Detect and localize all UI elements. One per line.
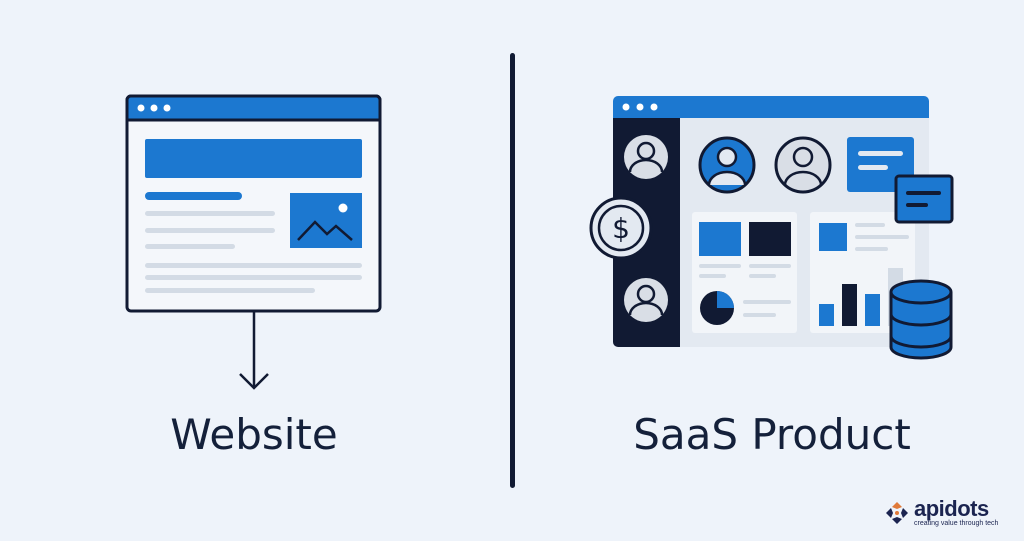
saas-product-label: SaaS Product (633, 410, 911, 459)
website-window-icon (125, 94, 382, 313)
logo-tagline: creating value through tech (914, 520, 999, 527)
dollar-coin-icon: $ (589, 196, 653, 260)
user-avatar-icon (624, 135, 668, 179)
currency-symbol: $ (612, 212, 630, 245)
saas-dashboard-icon (613, 96, 929, 347)
user-avatar-icon (774, 136, 832, 194)
pie-chart-icon (700, 291, 734, 325)
divider (510, 53, 515, 488)
logo-name: apidots (914, 496, 989, 521)
arrow-down-icon (239, 311, 269, 390)
database-icon (889, 279, 953, 360)
user-avatar-icon (624, 278, 668, 322)
user-avatar-icon (698, 136, 756, 194)
message-card-icon (894, 174, 954, 224)
image-icon (290, 193, 362, 248)
website-label: Website (170, 410, 338, 459)
logo-mark-icon (886, 502, 908, 524)
